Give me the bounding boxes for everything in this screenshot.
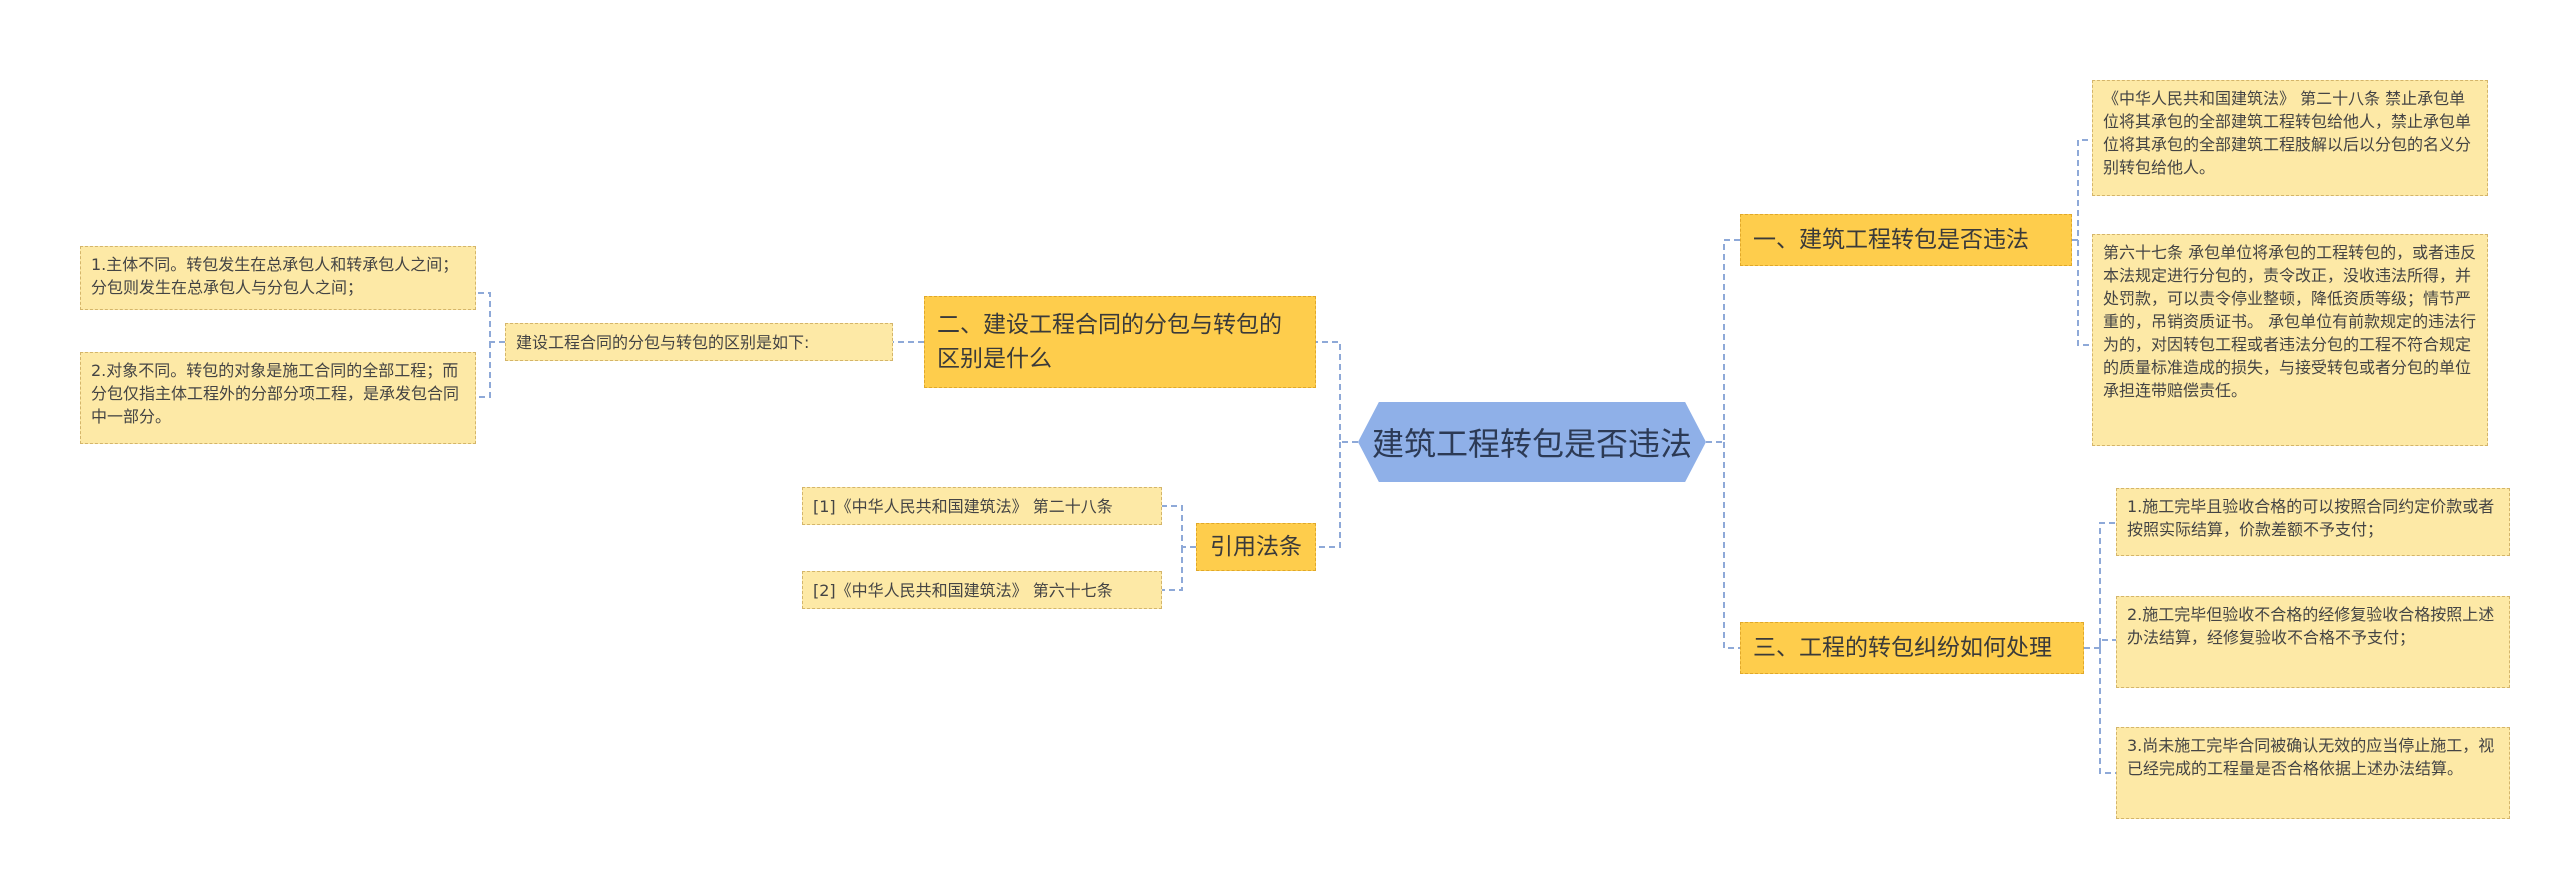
connector-root-citations xyxy=(1316,442,1341,548)
topic2-point-1-node[interactable]: 1.主体不同。转包发生在总承包人和转承包人之间；分包则发生在总承包人与分包人之间… xyxy=(80,246,476,310)
citations-title: 引用法条 xyxy=(1210,534,1302,560)
topic3-item-2-text: 2.施工完毕但验收不合格的经修复验收合格按照上述办法结算，经修复验收不合格不予支… xyxy=(2127,605,2495,647)
topic3-node[interactable]: 三、工程的转包纠纷如何处理 xyxy=(1740,622,2084,674)
topic2-point-2-text: 2.对象不同。转包的对象是施工合同的全部工程；而分包仅指主体工程外的分部分项工程… xyxy=(91,361,460,426)
topic1-item-1-text: 《中华人民共和国建筑法》 第二十八条 禁止承包单位将其承包的全部建筑工程转包给他… xyxy=(2103,89,2472,177)
connector-root-topic3 xyxy=(1723,442,1740,649)
topic1-item-2-text: 第六十七条 承包单位将承包的工程转包的，或者违反本法规定进行分包的，责令改正，没… xyxy=(2103,243,2477,400)
connector-root-topic2 xyxy=(1316,341,1358,443)
citations-node[interactable]: 引用法条 xyxy=(1196,523,1316,571)
connector-topic1-items xyxy=(2072,139,2092,346)
connector-citations-items xyxy=(1162,505,1196,591)
topic2-point-2-node[interactable]: 2.对象不同。转包的对象是施工合同的全部工程；而分包仅指主体工程外的分部分项工程… xyxy=(80,352,476,444)
topic1-item-1-node[interactable]: 《中华人民共和国建筑法》 第二十八条 禁止承包单位将其承包的全部建筑工程转包给他… xyxy=(2092,80,2488,196)
root-title: 建筑工程转包是否违法 xyxy=(1371,425,1692,463)
citation-1-node[interactable]: [1]《中华人民共和国建筑法》 第二十八条 xyxy=(802,487,1162,525)
topic3-item-1-node[interactable]: 1.施工完毕且验收合格的可以按照合同约定价款或者按照实际结算，价款差额不予支付； xyxy=(2116,488,2510,556)
topic2-node[interactable]: 二、建设工程合同的分包与转包的区别是什么 xyxy=(924,296,1316,388)
topic2-summary-node[interactable]: 建设工程合同的分包与转包的区别是如下: xyxy=(505,323,893,361)
topic3-item-3-node[interactable]: 3.尚未施工完毕合同被确认无效的应当停止施工，视已经完成的工程量是否合格依据上述… xyxy=(2116,727,2510,819)
topic3-title: 三、工程的转包纠纷如何处理 xyxy=(1753,635,2052,661)
root-node[interactable]: 建筑工程转包是否违法 xyxy=(1358,402,1706,482)
topic2-summary-text: 建设工程合同的分包与转包的区别是如下: xyxy=(516,332,810,352)
topic2-title: 二、建设工程合同的分包与转包的区别是什么 xyxy=(937,312,1282,372)
topic3-item-2-node[interactable]: 2.施工完毕但验收不合格的经修复验收合格按照上述办法结算，经修复验收不合格不予支… xyxy=(2116,596,2510,688)
citation-2-node[interactable]: [2]《中华人民共和国建筑法》 第六十七条 xyxy=(802,571,1162,609)
citation-1-text: [1]《中华人民共和国建筑法》 第二十八条 xyxy=(813,496,1113,516)
topic1-title: 一、建筑工程转包是否违法 xyxy=(1753,227,2029,253)
connector-root-topic1 xyxy=(1706,239,1740,443)
topic3-item-1-text: 1.施工完毕且验收合格的可以按照合同约定价款或者按照实际结算，价款差额不予支付； xyxy=(2127,497,2495,539)
connector-summary-points xyxy=(476,292,505,398)
connector-topic3-items xyxy=(2084,522,2116,774)
topic1-node[interactable]: 一、建筑工程转包是否违法 xyxy=(1740,214,2072,266)
citation-2-text: [2]《中华人民共和国建筑法》 第六十七条 xyxy=(813,580,1113,600)
topic2-point-1-text: 1.主体不同。转包发生在总承包人和转承包人之间；分包则发生在总承包人与分包人之间… xyxy=(91,255,459,297)
topic1-item-2-node[interactable]: 第六十七条 承包单位将承包的工程转包的，或者违反本法规定进行分包的，责令改正，没… xyxy=(2092,234,2488,446)
topic3-item-3-text: 3.尚未施工完毕合同被确认无效的应当停止施工，视已经完成的工程量是否合格依据上述… xyxy=(2127,736,2495,778)
